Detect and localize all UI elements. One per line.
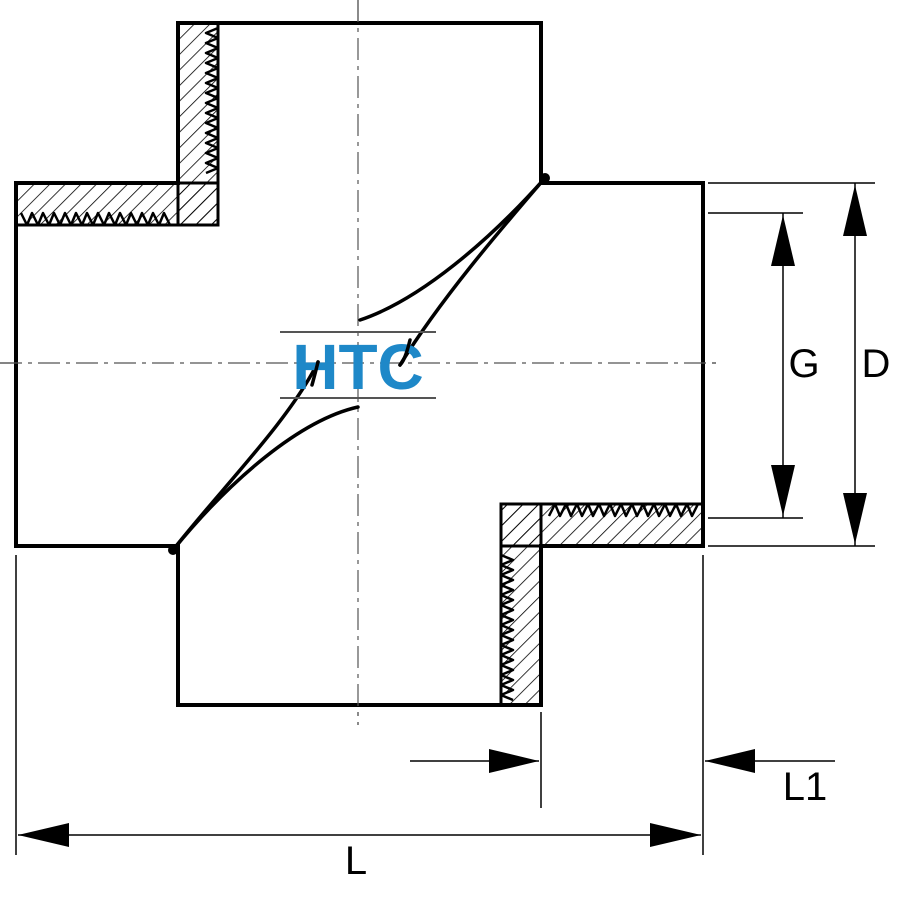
break-line-upper-end bbox=[398, 338, 412, 367]
dimension-l: L bbox=[15, 555, 701, 883]
logo-text: HTC bbox=[292, 331, 424, 403]
dimension-l1-label: L1 bbox=[783, 765, 828, 809]
break-line-lower bbox=[168, 360, 360, 555]
break-line-upper bbox=[358, 173, 550, 367]
dimension-d: D bbox=[708, 182, 891, 547]
dimension-l1: L1 bbox=[410, 555, 835, 855]
dimension-g: G bbox=[708, 212, 820, 519]
dimension-g-label: G bbox=[788, 342, 819, 386]
htc-logo: HTC bbox=[280, 331, 436, 403]
section-hatch-bottom-right bbox=[499, 502, 705, 707]
section-hatch-top-left bbox=[14, 21, 220, 227]
dimension-d-label: D bbox=[862, 342, 891, 386]
dimension-l-label: L bbox=[345, 839, 367, 883]
break-line-lower-end bbox=[310, 360, 320, 387]
